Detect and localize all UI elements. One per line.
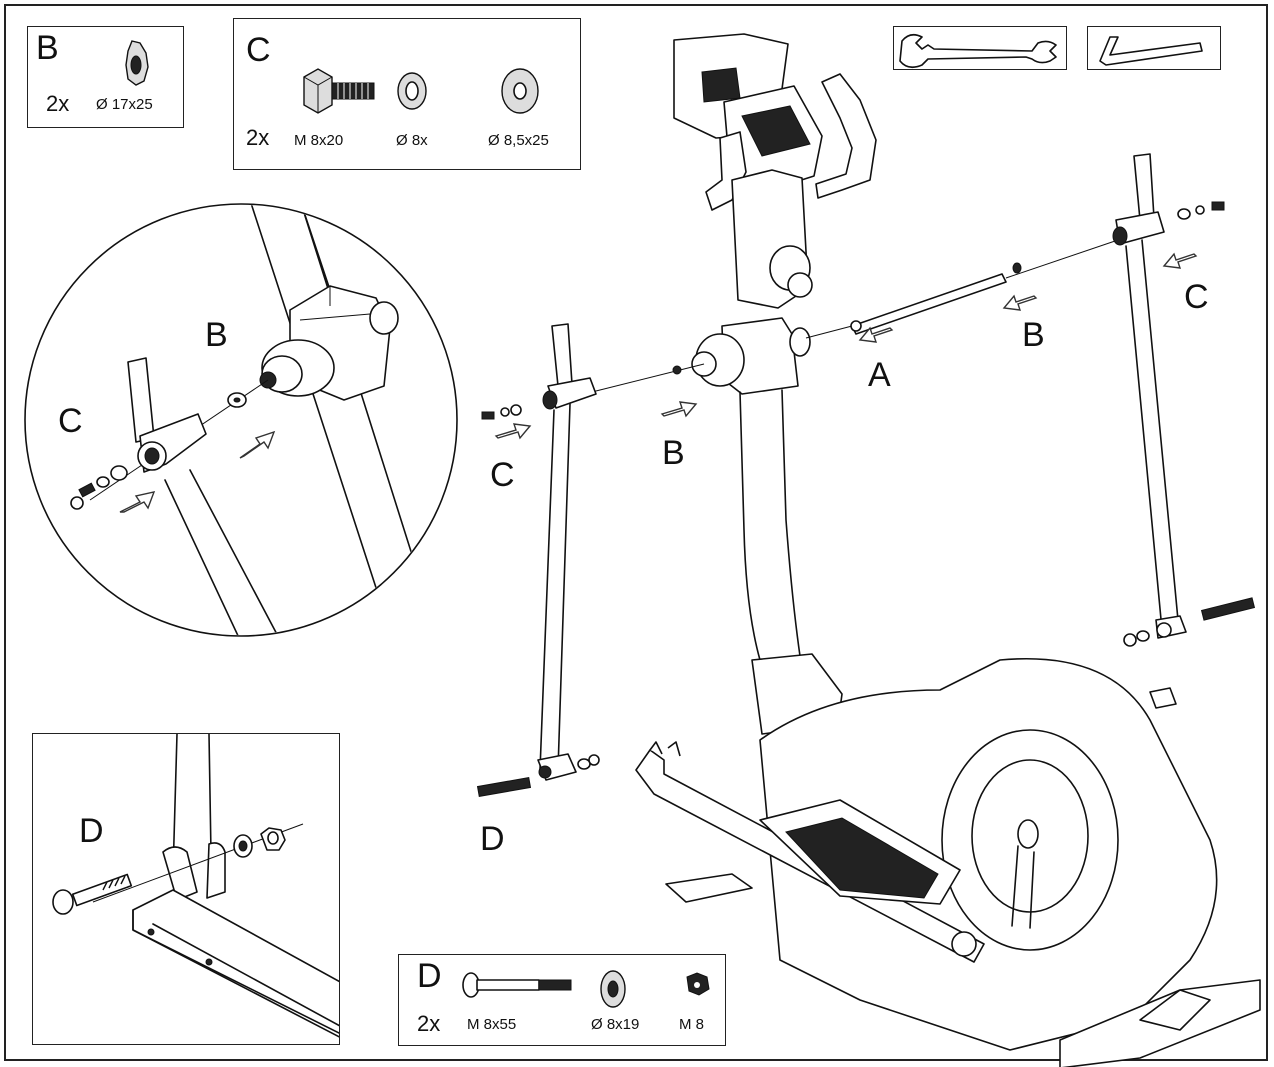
arrow-icon [239,430,276,459]
label-detail-b: B [205,316,228,354]
nut-icon [686,972,710,996]
label-d-detail: D [79,812,104,850]
console [673,33,823,191]
parts-box-c: C 2x M 8x20 Ø 8x Ø 8,5x25 [233,18,581,170]
label-a: A [868,356,891,394]
parts-c-washer: Ø 8,5x25 [488,132,549,149]
parts-d-qty: 2x [417,1011,441,1036]
arrow-icon [494,423,532,440]
arrow-icon [1002,294,1038,311]
allen-key-icon [1099,36,1203,66]
parts-d-letter: D [417,957,442,995]
long-bolt-icon [462,972,572,998]
tool-box-allen-key [1087,26,1221,70]
parts-b-qty: 2x [46,91,70,116]
parts-d-nut: M 8 [679,1016,705,1033]
parts-c-letter: C [246,31,271,69]
parts-box-d: D 2x M 8x55 Ø 8x19 M 8 [398,954,726,1046]
detail-box-d: D [32,733,340,1045]
label-b-right: B [1022,316,1045,354]
label-c-right: C [1184,278,1209,316]
label-c-left: C [490,456,515,494]
label-b-left: B [662,434,685,472]
parts-c-spring-washer: Ø 8x [396,132,428,149]
washer-icon [600,970,626,1008]
handlebar-right [815,73,877,199]
arrow-icon [119,491,156,513]
parts-box-b: B 2x Ø 17x25 [27,26,184,128]
axle-rod-a [851,273,1007,335]
parts-d-washer: Ø 8x19 [591,1016,640,1033]
arrow-icon [1162,252,1198,269]
wrench-icon [899,33,1057,69]
parts-c-qty: 2x [246,125,270,150]
detail-d-drawing [52,734,339,1038]
parts-c-hardware [303,68,539,114]
label-detail-c: C [58,402,83,440]
page-frame [4,4,1268,1061]
arrow-icon [660,401,698,418]
flat-washer-icon [501,68,539,114]
parts-d-bolt: M 8x55 [467,1016,517,1033]
parts-b-spec: Ø 17x25 [96,96,153,113]
hex-bolt-icon [303,68,375,114]
spring-washer-icon [397,72,427,110]
parts-d-hardware [462,970,710,1008]
bushing-icon [125,40,149,86]
parts-c-bolt: M 8x20 [294,132,344,149]
parts-b-letter: B [36,29,59,67]
label-d-main: D [480,820,505,858]
tool-box-wrench [893,26,1067,70]
arrow-icon [858,326,894,343]
